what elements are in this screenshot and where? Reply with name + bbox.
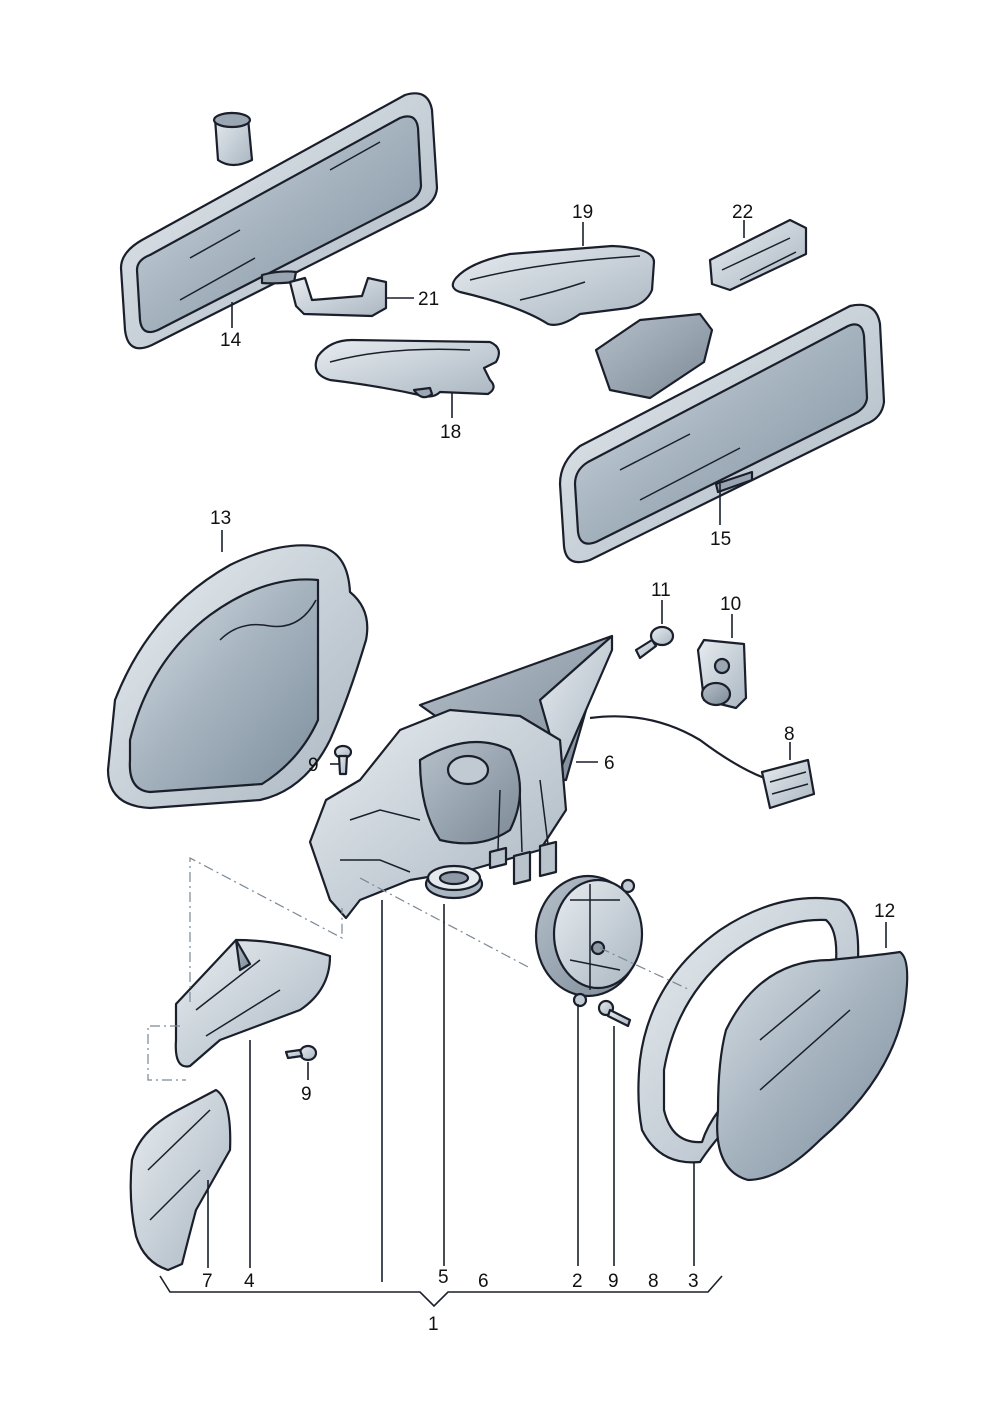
callout-18: 18: [440, 422, 461, 443]
mirror-frame: [308, 708, 568, 920]
screw-9-left: [333, 744, 353, 776]
mirror-housing-13: [106, 544, 369, 810]
callout-19: 19: [572, 202, 593, 223]
cover-19: [451, 244, 656, 326]
cover-18: [314, 338, 501, 399]
callout-11: 11: [651, 580, 671, 601]
mirror-glass-12: [716, 950, 909, 1182]
trim-7: [129, 1088, 232, 1272]
interior-mirror-15: [558, 303, 886, 564]
callout-21: 21: [418, 289, 439, 310]
callout-7: 7: [202, 1271, 213, 1292]
screw-9-right: [597, 999, 632, 1028]
callout-6-bottom: 6: [478, 1271, 489, 1292]
callout-8-bottom: 8: [648, 1271, 659, 1292]
screw-9-center: [284, 1044, 318, 1062]
screw-11: [634, 625, 675, 660]
switch-10: [696, 638, 748, 710]
callout-5: 5: [438, 1267, 449, 1288]
callout-6-side: 6: [604, 753, 615, 774]
lower-cover-4: [174, 938, 332, 1068]
connector-22: [708, 218, 808, 292]
callout-9-center: 9: [301, 1084, 312, 1105]
clip-21: [288, 276, 388, 318]
callout-15: 15: [710, 529, 731, 550]
callout-10: 10: [720, 594, 741, 615]
leader-lines: [159, 220, 887, 1308]
callout-1: 1: [428, 1314, 439, 1335]
callout-13: 13: [210, 508, 231, 529]
mirror-base-6: [418, 634, 816, 810]
callout-9-bottom: 9: [608, 1271, 619, 1292]
callout-22: 22: [732, 202, 753, 223]
callout-labels: 14 21 18 19 22 15 13 11 10 8 6 9 9 12 7 …: [202, 202, 895, 1335]
callout-3: 3: [688, 1271, 699, 1292]
assembly-lines: [147, 857, 691, 1081]
callout-14: 14: [220, 330, 242, 351]
motor-2: [534, 874, 644, 1008]
callout-12: 12: [874, 901, 895, 922]
callout-4: 4: [244, 1271, 255, 1292]
callout-2: 2: [572, 1271, 583, 1292]
callout-8-side: 8: [784, 724, 795, 745]
interior-mirror-14: [119, 92, 439, 350]
ring-5: [424, 864, 484, 900]
callout-9-left: 9: [308, 755, 319, 776]
